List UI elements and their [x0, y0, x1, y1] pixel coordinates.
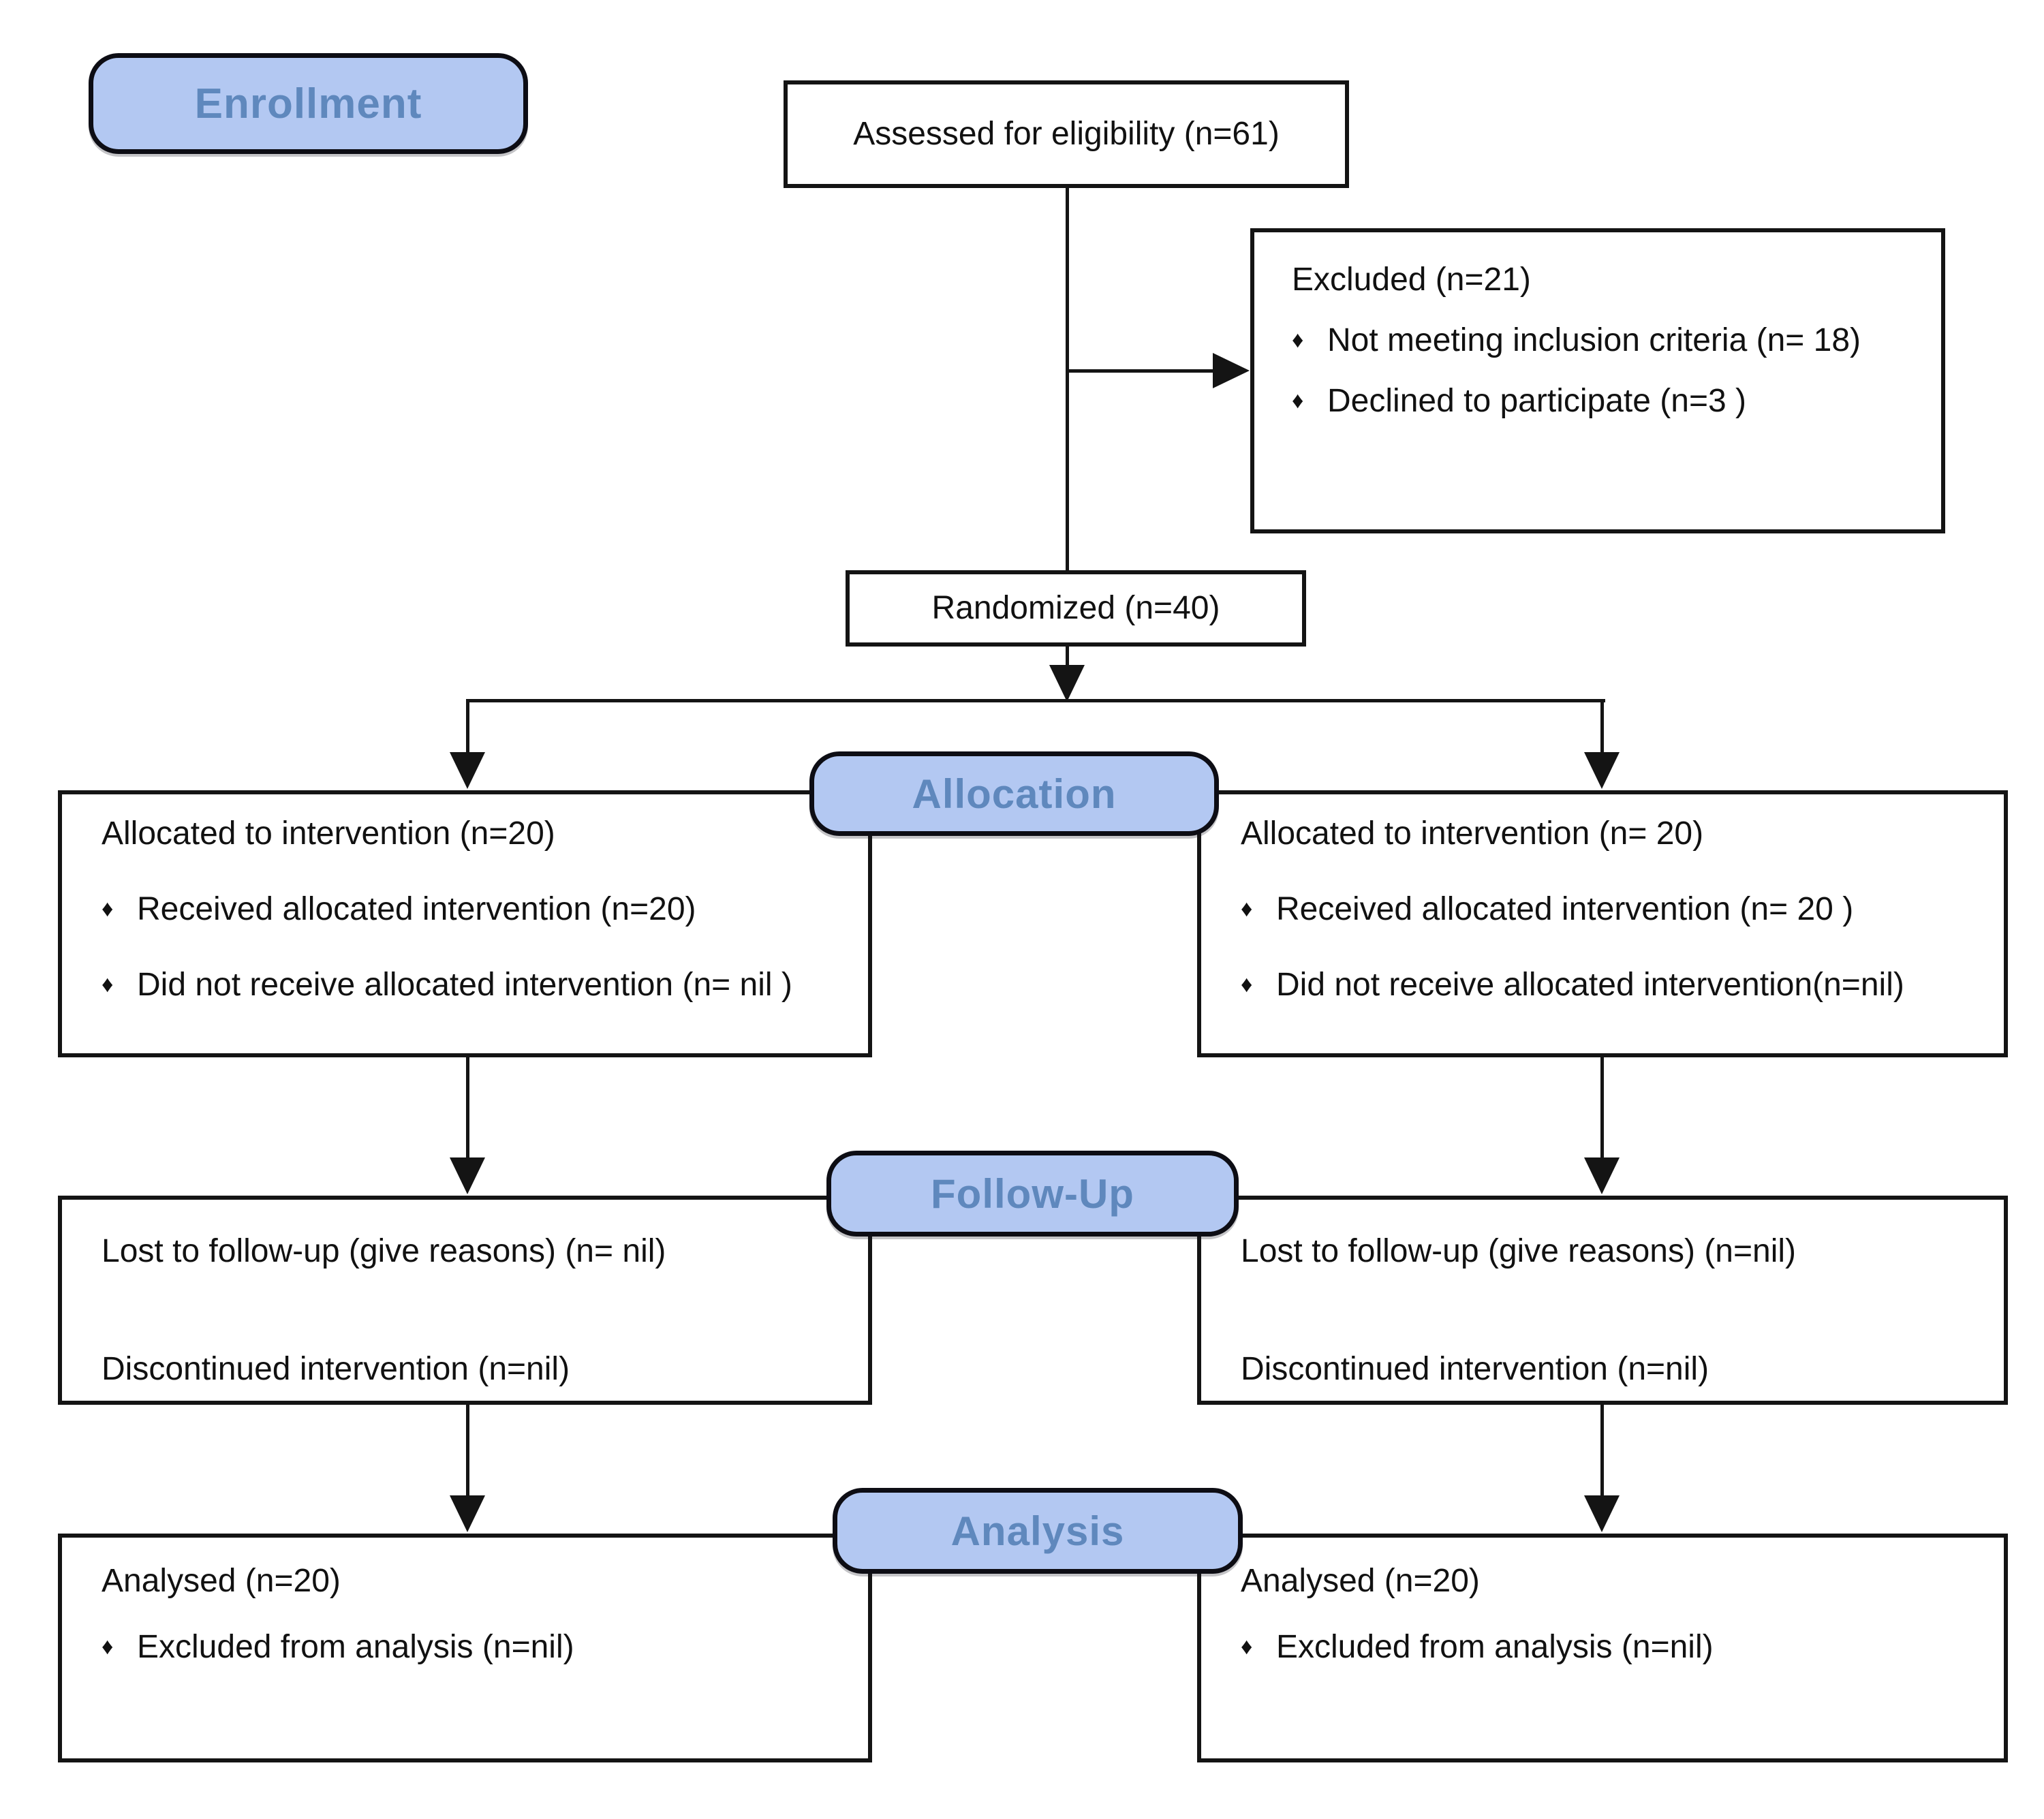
excluded-bullet-2: ♦ Declined to participate (n=3 ) — [1292, 382, 1922, 420]
enrollment-stage-label: Enrollment — [89, 53, 528, 154]
allocation-stage-label: Allocation — [809, 751, 1219, 836]
allocation-left-box: Allocated to intervention (n=20) ♦ Recei… — [58, 790, 872, 1057]
allocation-left-bullet-1-text: Received allocated intervention (n=20) — [137, 891, 696, 928]
diamond-bullet-icon: ♦ — [1241, 1634, 1253, 1660]
connector-allocation-to-followup-left — [466, 1057, 469, 1160]
randomized-box: Randomized (n=40) — [846, 570, 1306, 647]
allocation-left-title: Allocated to intervention (n=20) — [102, 815, 555, 852]
allocation-left-bullet-2-text: Did not receive allocated intervention (… — [137, 967, 792, 1004]
assessed-eligibility-box: Assessed for eligibility (n=61) — [784, 80, 1349, 188]
connector-randomized-to-split — [1066, 645, 1069, 668]
excluded-title: Excluded (n=21) — [1292, 262, 1531, 298]
arrowhead-into-followup-left — [450, 1157, 485, 1194]
connector-assessed-to-randomized — [1066, 187, 1069, 572]
connector-followup-to-analysis-right — [1600, 1405, 1604, 1497]
allocation-right-bullet-1: ♦ Received allocated intervention (n= 20… — [1241, 890, 1987, 928]
arrowhead-into-excluded-box — [1213, 353, 1250, 388]
analysis-right-box: Analysed (n=20) ♦ Excluded from analysis… — [1197, 1534, 2008, 1762]
followup-right-line-2: Discontinued intervention (n=nil) — [1241, 1351, 1709, 1388]
analysis-left-title: Analysed (n=20) — [102, 1563, 341, 1599]
followup-left-line-1: Lost to follow-up (give reasons) (n= nil… — [102, 1233, 666, 1269]
assessed-eligibility-text: Assessed for eligibility (n=61) — [853, 116, 1280, 153]
excluded-box: Excluded (n=21) ♦ Not meeting inclusion … — [1250, 228, 1945, 533]
connector-allocation-to-followup-right — [1600, 1057, 1604, 1160]
analysis-right-bullet-1-text: Excluded from analysis (n=nil) — [1276, 1629, 1714, 1666]
followup-right-box: Lost to follow-up (give reasons) (n=nil)… — [1197, 1196, 2008, 1405]
arrowhead-into-analysis-left — [450, 1495, 485, 1532]
arrowhead-into-allocation-right — [1584, 752, 1620, 789]
connector-split-to-allocation-left — [466, 699, 469, 755]
arrowhead-into-followup-right — [1584, 1157, 1620, 1194]
allocation-right-bullet-2: ♦ Did not receive allocated intervention… — [1241, 966, 1987, 1004]
analysis-left-box: Analysed (n=20) ♦ Excluded from analysis… — [58, 1534, 872, 1762]
connector-split-to-allocation-right — [1600, 699, 1604, 755]
randomized-text: Randomized (n=40) — [931, 590, 1220, 627]
arrowhead-onto-split-line — [1049, 665, 1085, 702]
allocation-left-bullet-1: ♦ Received allocated intervention (n=20) — [102, 890, 852, 928]
excluded-bullet-1: ♦ Not meeting inclusion criteria (n= 18) — [1292, 322, 1922, 359]
analysis-left-bullet-1-text: Excluded from analysis (n=nil) — [137, 1629, 574, 1666]
followup-stage-label: Follow-Up — [826, 1151, 1239, 1237]
arrowhead-into-analysis-right — [1584, 1495, 1620, 1532]
allocation-left-bullet-2: ♦ Did not receive allocated intervention… — [102, 966, 852, 1004]
analysis-left-bullet-1: ♦ Excluded from analysis (n=nil) — [102, 1628, 852, 1666]
diamond-bullet-icon: ♦ — [1292, 388, 1304, 414]
diamond-bullet-icon: ♦ — [1292, 327, 1304, 354]
diamond-bullet-icon: ♦ — [102, 896, 114, 922]
allocation-right-bullet-1-text: Received allocated intervention (n= 20 ) — [1276, 891, 1854, 928]
allocation-right-box: Allocated to intervention (n= 20) ♦ Rece… — [1197, 790, 2008, 1057]
connector-branch-to-excluded — [1066, 369, 1214, 373]
arrowhead-into-allocation-left — [450, 752, 485, 789]
diamond-bullet-icon: ♦ — [102, 1634, 114, 1660]
analysis-stage-label: Analysis — [833, 1488, 1243, 1574]
allocation-right-title: Allocated to intervention (n= 20) — [1241, 815, 1704, 852]
allocation-right-bullet-2-text: Did not receive allocated intervention(n… — [1276, 967, 1904, 1004]
followup-left-box: Lost to follow-up (give reasons) (n= nil… — [58, 1196, 872, 1405]
diamond-bullet-icon: ♦ — [1241, 971, 1253, 998]
excluded-bullet-2-text: Declined to participate (n=3 ) — [1327, 383, 1746, 420]
excluded-bullet-1-text: Not meeting inclusion criteria (n= 18) — [1327, 322, 1861, 359]
diamond-bullet-icon: ♦ — [1241, 896, 1253, 922]
followup-right-line-1: Lost to follow-up (give reasons) (n=nil) — [1241, 1233, 1797, 1269]
analysis-right-bullet-1: ♦ Excluded from analysis (n=nil) — [1241, 1628, 1987, 1666]
analysis-right-title: Analysed (n=20) — [1241, 1563, 1480, 1599]
randomization-split-line — [466, 699, 1605, 702]
connector-followup-to-analysis-left — [466, 1405, 469, 1497]
followup-left-line-2: Discontinued intervention (n=nil) — [102, 1351, 570, 1388]
diamond-bullet-icon: ♦ — [102, 971, 114, 998]
